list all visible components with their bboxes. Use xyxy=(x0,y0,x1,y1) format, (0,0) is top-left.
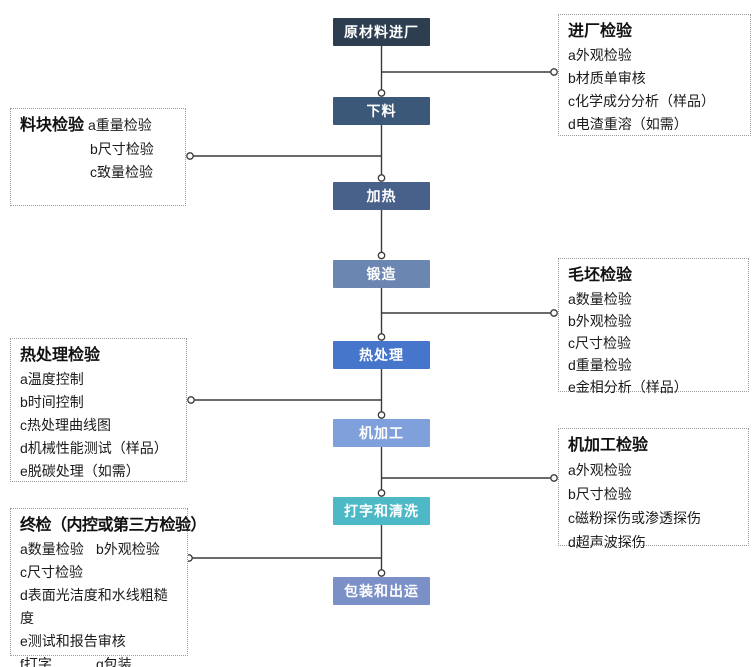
inspection-item: g包装 xyxy=(96,656,132,667)
flow-node-heat-treatment: 热处理 xyxy=(333,341,430,369)
inspection-box-machining: 机加工检验 a外观检验 b尺寸检验 c磁粉探伤或渗透探伤 d超声波探伤 xyxy=(558,428,749,550)
inspection-title: 毛坯检验 xyxy=(568,267,633,284)
inspection-title: 机加工检验 xyxy=(568,437,649,454)
inspection-item: c磁粉探伤或渗透探伤 xyxy=(568,510,701,526)
inspection-item: b材质单审核 xyxy=(568,70,646,86)
inspection-item: a外观检验 xyxy=(568,47,632,63)
inspection-item: d重量检验 xyxy=(568,357,632,373)
flow-node-raw-material-arrival: 原材料进厂 xyxy=(333,18,430,46)
inspection-item: b外观检验 xyxy=(568,313,632,329)
inspection-item: a重量检验 xyxy=(88,117,152,133)
inspection-item: a数量检验 xyxy=(20,541,84,557)
inspection-title: 终检（内控或第三方检验） xyxy=(20,517,207,534)
inspection-box-heat-treatment: 热处理检验 a温度控制 b时间控制 c热处理曲线图 d机械性能测试（样品） e脱… xyxy=(10,338,187,482)
inspection-title: 热处理检验 xyxy=(20,347,101,364)
inspection-item: b尺寸检验 xyxy=(568,486,632,502)
connection-point-circles xyxy=(185,68,558,577)
inspection-item: d电渣重溶（如需） xyxy=(568,116,688,132)
inspection-item: e脱碳处理（如需） xyxy=(20,463,140,479)
inspection-box-blank: 毛坯检验 a数量检验 b外观检验 c尺寸检验 d重量检验 e金相分析（样品） xyxy=(558,258,749,395)
inspection-title: 进厂检验 xyxy=(568,23,633,40)
inspection-item: f打字 xyxy=(20,656,52,667)
inspection-title: 料块检验 xyxy=(20,117,85,134)
inspection-item: e测试和报告审核 xyxy=(20,633,126,649)
inspection-item: d超声波探伤 xyxy=(568,534,646,550)
flow-node-cutting: 下料 xyxy=(333,97,430,125)
inspection-item: c热处理曲线图 xyxy=(20,417,111,433)
flow-node-forging: 锻造 xyxy=(333,260,430,288)
inspection-item: d机械性能测试（样品） xyxy=(20,440,168,456)
inspection-item: c尺寸检验 xyxy=(568,335,631,351)
flow-node-marking-cleaning: 打字和清洗 xyxy=(333,497,430,525)
inspection-item: a温度控制 xyxy=(20,371,84,387)
flow-node-machining: 机加工 xyxy=(333,419,430,447)
inspection-item: e金相分析（样品） xyxy=(568,379,688,395)
inspection-box-incoming: 进厂检验 a外观检验 b材质单审核 c化学成分分析（样品） d电渣重溶（如需） xyxy=(558,14,751,136)
flow-node-heating: 加热 xyxy=(333,182,430,210)
inspection-item: b外观检验 xyxy=(96,541,160,557)
inspection-item: a数量检验 xyxy=(568,291,632,307)
inspection-item: a外观检验 xyxy=(568,462,632,478)
inspection-box-block: 料块检验 a重量检验 b尺寸检验 c致量检验 xyxy=(10,108,186,206)
inspection-item: c致量检验 xyxy=(90,164,153,180)
inspection-item: d表面光洁度和水线粗糙度 xyxy=(20,587,168,626)
inspection-item: b时间控制 xyxy=(20,394,84,410)
flow-node-packing-shipping: 包装和出运 xyxy=(333,577,430,605)
inspection-item: c尺寸检验 xyxy=(20,564,83,580)
inspection-item: c化学成分分析（样品） xyxy=(568,93,715,109)
inspection-item: b尺寸检验 xyxy=(90,141,154,157)
inspection-box-final: 终检（内控或第三方检验） a数量检验 b外观检验 c尺寸检验 d表面光洁度和水线… xyxy=(10,508,207,667)
connector-lines xyxy=(192,46,551,570)
